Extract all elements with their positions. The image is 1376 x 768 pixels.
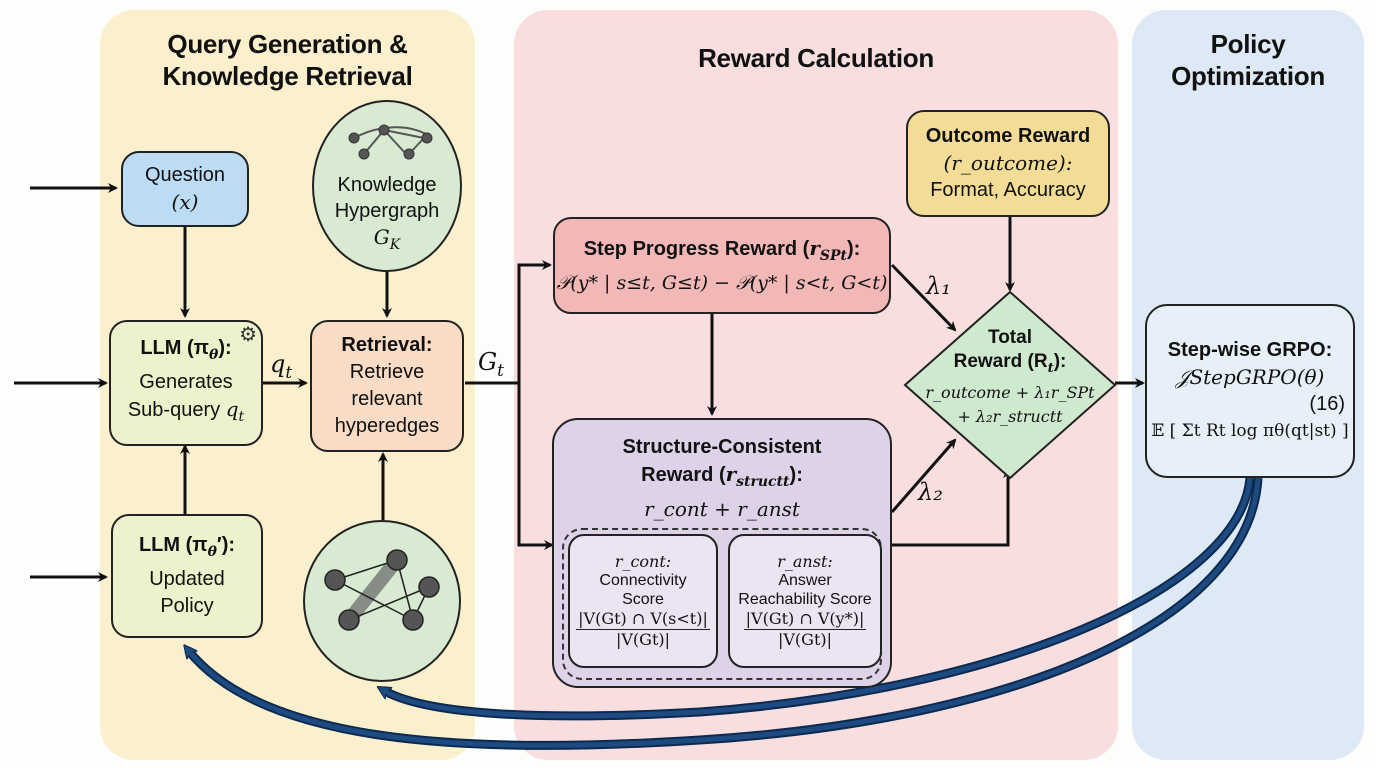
edge-label-lambda2: λ₂ (918, 478, 943, 506)
structure-reward-node: Structure-Consistent Reward (rstructt): … (552, 418, 892, 688)
llm-updated-node: LLM (πθ′): Updated Policy (111, 514, 263, 638)
connectivity-score-node: r_cont: Connectivity Score |V(Gt) ∩ V(s<… (568, 534, 718, 668)
outcome-reward-node: Outcome Reward (r_outcome): Format, Accu… (906, 110, 1110, 217)
hypergraph-icon (348, 124, 433, 160)
knowledge-hypergraph-node: Knowledge Hypergraph GK (312, 100, 462, 272)
panel-title-query: Query Generation & Knowledge Retrieval (162, 29, 413, 91)
reachability-score-node: r_anst: Answer Reachability Score |V(Gt)… (728, 534, 882, 668)
panel-title-policy: Policy Optimization (1171, 29, 1325, 91)
grpo-node: Step-wise GRPO: 𝒥StepGRPO(θ) (16) 𝔼 [ Σt… (1145, 304, 1355, 478)
arrow-gt-to-structure (517, 383, 550, 547)
gear-icon: ⚙ (239, 324, 257, 346)
question-node: Question (x) (121, 151, 249, 227)
step-progress-reward-node: Step Progress Reward (rSPt): 𝒫(y* | s≤t,… (553, 217, 891, 314)
arrow-sp-to-total (890, 263, 957, 332)
arrow-retrieval-gt (465, 260, 552, 385)
edge-label-gt: Gt (478, 348, 504, 380)
subgraph-icon (324, 549, 440, 631)
panel-title-reward: Reward Calculation (698, 43, 934, 73)
arrow-structure-bottom-to-total (892, 468, 1013, 547)
llm-node: LLM (πθ): Generates Sub-query qt ⚙ (109, 320, 263, 446)
total-reward-node: Total Reward (Rt): r_outcome + λ₁r_SPt +… (903, 290, 1117, 480)
retrieved-subgraph-node (303, 520, 461, 682)
edge-label-qt: qt (270, 350, 293, 382)
edge-label-lambda1: λ₁ (926, 272, 951, 300)
arrow-structure-to-total (890, 438, 957, 513)
retrieval-node: Retrieval: Retrieve relevant hyperedges (310, 320, 464, 452)
